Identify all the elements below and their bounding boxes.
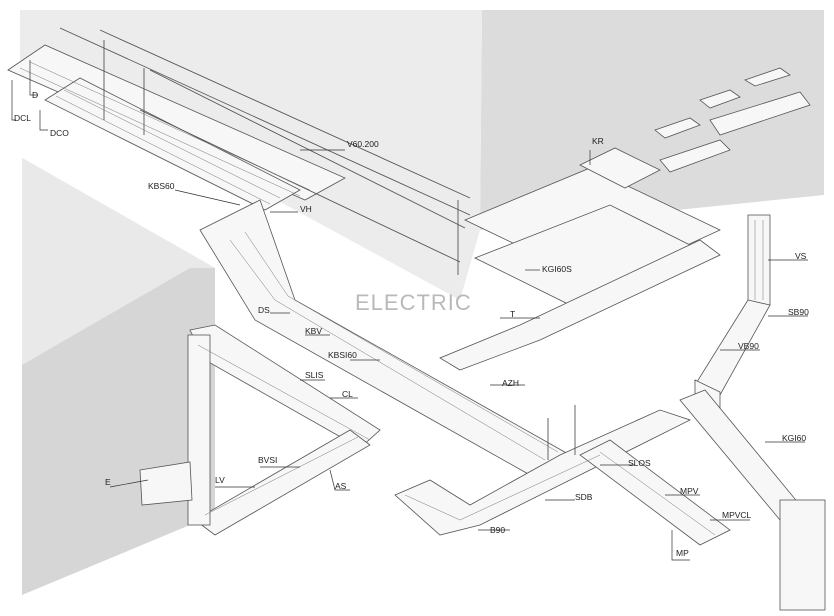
- label-slis: SLIS: [305, 370, 324, 380]
- label-e: E: [105, 477, 111, 487]
- label-vh: VH: [300, 204, 312, 214]
- label-kgi60s: KGI60S: [542, 264, 572, 274]
- label-sb90: SB90: [788, 307, 809, 317]
- label-kr: KR: [592, 136, 604, 146]
- label-mpv: MPV: [680, 486, 699, 496]
- watermark-text: ELECTRIC: [355, 290, 472, 315]
- leader-lines: [11, 60, 808, 561]
- label-d: D: [32, 90, 38, 100]
- label-v60-200: V60.200: [347, 139, 379, 149]
- right-vertical-tray: [679, 214, 826, 611]
- label-sdb: SDB: [575, 492, 593, 502]
- label-kbsi60: KBSI60: [328, 350, 357, 360]
- label-vb90: VB90: [738, 341, 759, 351]
- label-dcl: DCL: [14, 113, 31, 123]
- label-dco: DCO: [50, 128, 69, 138]
- part-code-labels: D DCL DCO V60.200 KBS60 VH KR KGI60S VS …: [14, 90, 809, 558]
- back-right-wall: [480, 10, 824, 230]
- label-kbs60: KBS60: [148, 181, 175, 191]
- label-kgi60: KGI60: [782, 433, 806, 443]
- label-mpvcl: MPVCL: [722, 510, 752, 520]
- label-ds: DS: [258, 305, 270, 315]
- lower-tray-run: [394, 405, 731, 546]
- label-lv: LV: [215, 475, 225, 485]
- label-b90: B90: [490, 525, 505, 535]
- label-azh: AZH: [502, 378, 519, 388]
- label-mp: MP: [676, 548, 689, 558]
- label-bvsi: BVSI: [258, 455, 277, 465]
- left-triangle-tray: [139, 324, 381, 536]
- label-vs: VS: [795, 251, 807, 261]
- label-kbv: KBV: [305, 326, 322, 336]
- label-as: AS: [335, 481, 347, 491]
- label-slos: SLOS: [628, 458, 651, 468]
- upper-tray-run: [7, 27, 471, 263]
- left-block-top: [22, 158, 215, 365]
- label-cl: CL: [342, 389, 353, 399]
- right-upper-trays: [457, 67, 811, 306]
- label-t: T: [510, 309, 515, 319]
